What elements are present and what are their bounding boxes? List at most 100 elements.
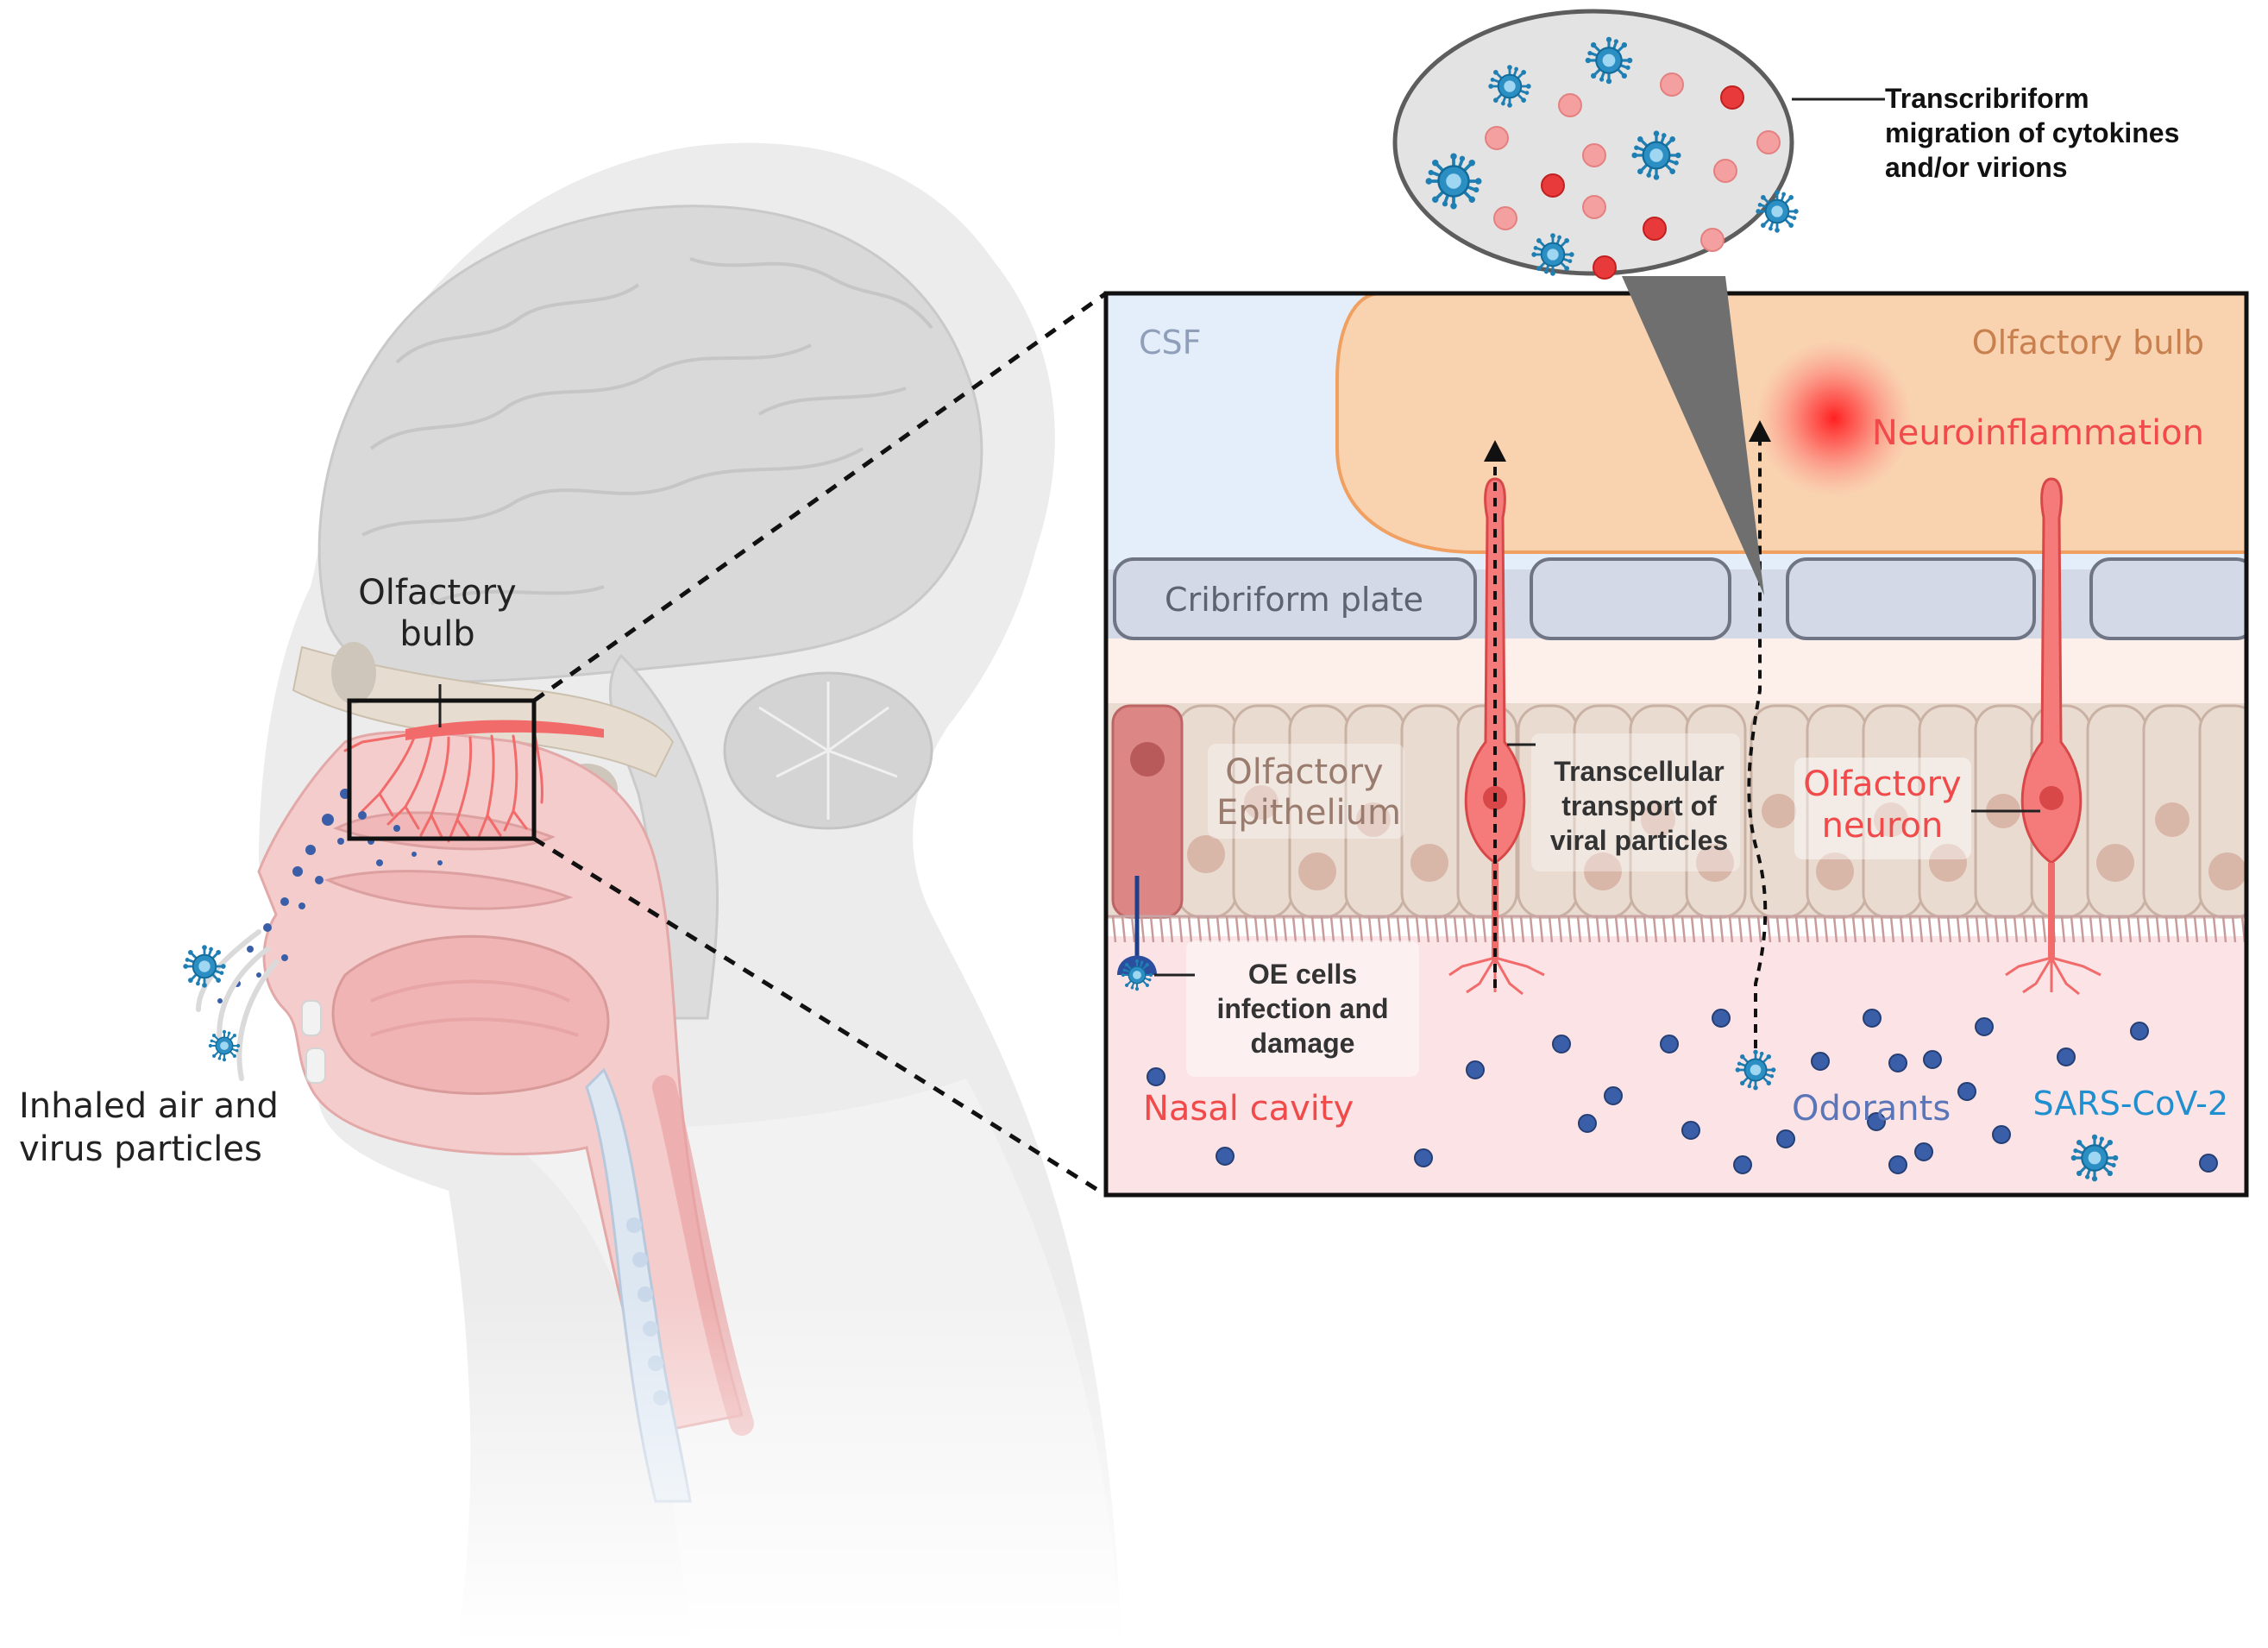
cilium bbox=[1766, 915, 1772, 943]
odorant-icon bbox=[1147, 1067, 1165, 1086]
odorants-label: Odorants bbox=[1792, 1089, 1951, 1129]
virus-icon bbox=[1630, 129, 1683, 182]
neuroinflammation-glow bbox=[1756, 341, 1912, 496]
head-olfactory-bulb-label-1: Olfactory bbox=[358, 573, 516, 613]
odorant-icon bbox=[1466, 1060, 1485, 1079]
odorant-icon bbox=[1414, 1148, 1433, 1167]
zoom-lines bbox=[532, 291, 1108, 1198]
cilium bbox=[1889, 915, 1895, 943]
cilium bbox=[1263, 915, 1269, 943]
zoom-panel: CSF Olfactory bulb Neuroinflammation Cri… bbox=[1103, 291, 2249, 1198]
cilium bbox=[1842, 915, 1848, 943]
nasal-cavity-label: Nasal cavity bbox=[1143, 1089, 1354, 1129]
cytokine-icon bbox=[1643, 217, 1667, 241]
cilium bbox=[1643, 915, 1649, 943]
cilium bbox=[1415, 915, 1421, 943]
cilium bbox=[1633, 915, 1639, 943]
cytokine-icon bbox=[1582, 195, 1606, 219]
infected-oe-cell bbox=[1111, 704, 1184, 919]
cilium bbox=[1652, 915, 1658, 943]
cilium bbox=[1804, 915, 1810, 943]
odorant-icon bbox=[1888, 1155, 1907, 1174]
zoom-box bbox=[347, 698, 537, 841]
oe-label-2: infection and bbox=[1216, 993, 1388, 1024]
odorants bbox=[1147, 1009, 2218, 1174]
odorant-icon bbox=[2057, 1047, 2076, 1066]
cilium bbox=[2032, 915, 2038, 943]
cytokine-icon bbox=[1660, 72, 1684, 97]
neuron-icon bbox=[2005, 477, 2102, 996]
cilium bbox=[2221, 915, 2227, 943]
cilium bbox=[1377, 915, 1383, 943]
neuroinflammation-label: Neuroinflammation bbox=[1872, 413, 2204, 453]
cytokine-icon bbox=[1493, 206, 1517, 230]
odorant-icon bbox=[2199, 1154, 2218, 1173]
odorant-icon bbox=[1733, 1155, 1752, 1174]
odorant-icon bbox=[1604, 1086, 1623, 1105]
cilium bbox=[1329, 915, 1335, 943]
cilium bbox=[1111, 915, 1117, 943]
odorant-icon bbox=[1811, 1052, 1830, 1071]
cilium bbox=[1737, 915, 1743, 943]
cilium bbox=[2070, 915, 2076, 943]
odorant-icon bbox=[1923, 1050, 1942, 1069]
virus-icon bbox=[1530, 231, 1576, 278]
arrow-up-icon bbox=[1484, 440, 1506, 988]
virus-icon bbox=[1486, 63, 1533, 110]
cribriform-plate bbox=[1113, 557, 2246, 640]
cilium bbox=[1510, 915, 1516, 943]
cytokine-icon bbox=[1582, 143, 1606, 167]
cilium bbox=[1662, 915, 1668, 943]
cilium bbox=[1794, 915, 1800, 943]
cilium bbox=[2060, 915, 2066, 943]
cilium bbox=[1671, 915, 1677, 943]
arrow-up-icon bbox=[1747, 420, 1771, 1048]
odorant-icon bbox=[1863, 1009, 1882, 1028]
callout-bubble bbox=[1392, 9, 1885, 595]
cilium bbox=[1605, 915, 1611, 943]
csf-label: CSF bbox=[1139, 324, 1202, 362]
cilium bbox=[1548, 915, 1554, 943]
cilium bbox=[2174, 915, 2180, 943]
epithelium-label-1: Olfactory bbox=[1225, 752, 1383, 792]
cilium bbox=[1813, 915, 1819, 943]
cilium bbox=[1709, 915, 1715, 943]
tongue bbox=[331, 934, 610, 1095]
odorant-icon bbox=[1914, 1142, 1933, 1161]
cilium bbox=[1586, 915, 1592, 943]
cilium bbox=[2013, 915, 2019, 943]
virus-icon bbox=[181, 943, 228, 990]
oe-label-3: damage bbox=[1251, 1028, 1355, 1059]
cytokine-icon bbox=[1700, 228, 1725, 252]
cilium bbox=[2212, 915, 2218, 943]
cilium bbox=[1899, 915, 1905, 943]
olfactory-neuron-label-2: neuron bbox=[1822, 806, 1944, 846]
virus-icon bbox=[1754, 188, 1800, 235]
cilium bbox=[2183, 915, 2189, 943]
cilium bbox=[1472, 915, 1478, 943]
odorant-icon bbox=[1888, 1054, 1907, 1072]
cilium bbox=[1965, 915, 1971, 943]
cilium bbox=[2145, 915, 2152, 943]
odorant-icon bbox=[1776, 1129, 1795, 1148]
cilium bbox=[1348, 915, 1354, 943]
cilium bbox=[1149, 915, 1155, 943]
cytokine-icon bbox=[1756, 130, 1781, 154]
virus-icon bbox=[1423, 151, 1484, 211]
transcellular-label-2: transport of bbox=[1561, 790, 1717, 821]
cilium bbox=[2127, 915, 2133, 943]
sars-cov-2-label: SARS-CoV-2 bbox=[2033, 1085, 2229, 1123]
cilium bbox=[1367, 915, 1373, 943]
epithelium-label-2: Epithelium bbox=[1216, 793, 1401, 833]
callout-label-2: migration of cytokines bbox=[1885, 117, 2179, 148]
cilium bbox=[1690, 915, 1696, 943]
odorant-icon bbox=[1712, 1009, 1731, 1028]
cilium bbox=[1320, 915, 1326, 943]
infected-cell-marker bbox=[1117, 876, 1157, 992]
transcellular-label-1: Transcellular bbox=[1554, 756, 1724, 787]
cilium bbox=[1453, 915, 1459, 943]
nasal-cavity-region bbox=[1106, 936, 2246, 1195]
cilium bbox=[2022, 915, 2028, 943]
cilium bbox=[1624, 915, 1630, 943]
cilium bbox=[2089, 915, 2095, 943]
